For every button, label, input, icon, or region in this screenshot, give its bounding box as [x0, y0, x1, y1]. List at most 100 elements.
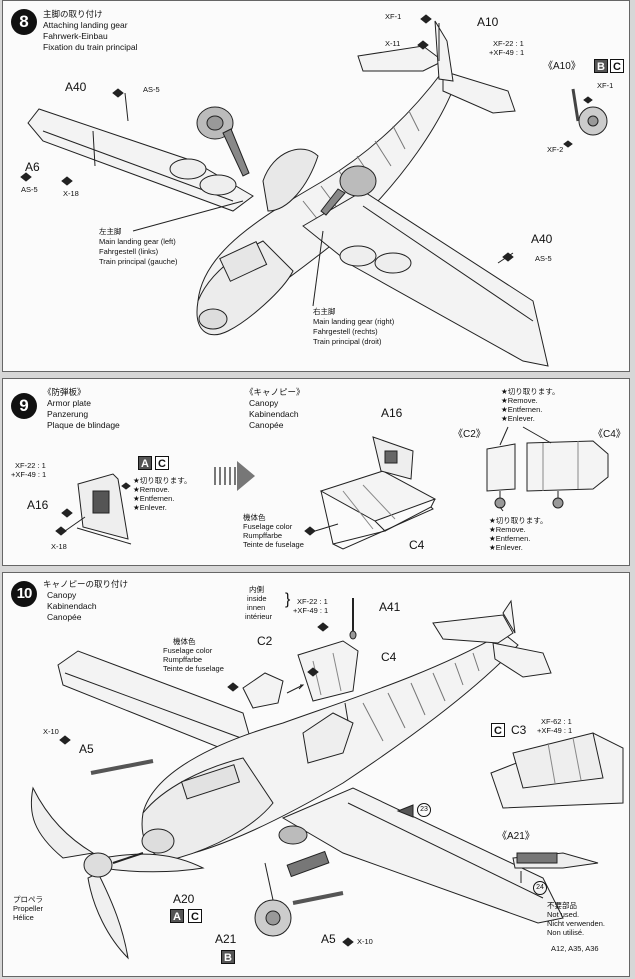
left-gear-jp: 左主脚 [99, 227, 122, 236]
armor-en: Armor plate [47, 398, 91, 408]
cut-bottom-en: ★Remove. [489, 525, 526, 534]
box-c: C [155, 456, 169, 470]
left-gear-fr: Train principal (gauche) [99, 257, 178, 266]
right-gear-fr: Train principal (droit) [313, 337, 382, 346]
mix-b: +XF-49 : 1 [293, 606, 329, 615]
detail-a10-title: 《A10》 [543, 61, 581, 72]
mix-b: +XF-49 : 1 [11, 470, 47, 479]
ref-23: 23 [417, 803, 431, 817]
title-jp: キャノピーの取り付け [43, 579, 129, 589]
fuselage-jp: 機体色 [243, 513, 266, 522]
box-b: B [221, 950, 235, 964]
left-gear-en: Main landing gear (left) [99, 237, 176, 246]
part-a40-right: A40 [531, 232, 553, 246]
color-xf1-detail: XF-1 [597, 81, 614, 90]
part-a21: A21 [215, 932, 237, 946]
tag-a21: 《A21》 [497, 831, 535, 842]
canopy-jp: 《キャノピー》 [245, 387, 305, 397]
mix-a: XF-22 : 1 [493, 39, 524, 48]
armor-jp: 《防弾板》 [43, 387, 86, 397]
mix2-b: +XF-49 : 1 [537, 726, 573, 735]
fuselage-jp: 機体色 [173, 637, 196, 646]
mix-a: XF-22 : 1 [15, 461, 46, 470]
cut-de: ★Entfernen. [133, 494, 175, 503]
step-number: 8 [11, 9, 37, 35]
fuselage-de: Rumpffarbe [243, 531, 283, 540]
cut-jp: ★切り取ります。 [133, 476, 192, 485]
tag-c2: 《C2》 [453, 429, 486, 440]
part-a5-left: A5 [79, 742, 94, 756]
color-x18: X-18 [51, 542, 67, 551]
fuselage-fr: Teinte de fuselage [243, 540, 304, 549]
inside-en: inside [247, 594, 267, 603]
title-en: Attaching landing gear [43, 20, 128, 30]
part-c4: C4 [409, 538, 425, 552]
part-c4: C4 [381, 650, 397, 664]
as5-left: AS-5 [143, 85, 160, 94]
part-a16-left: A16 [27, 498, 49, 512]
cut-top-fr: ★Enlever. [501, 414, 535, 423]
ref-24: 24 [533, 881, 547, 895]
title-fr: Fixation du train principal [43, 42, 138, 52]
step-8-panel: 8 主脚の取り付け Attaching landing gear Fahrwer… [2, 0, 630, 372]
title-de: Fahrwerk-Einbau [43, 31, 108, 41]
step-8-drawing [20, 14, 608, 367]
propeller-jp: プロペラ [13, 895, 43, 904]
canopy-en: Canopy [249, 398, 279, 408]
box-c: C [610, 59, 624, 73]
title-en: Canopy [47, 590, 77, 600]
propeller-en: Propeller [13, 904, 44, 913]
as5-a6: AS-5 [21, 185, 38, 194]
left-gear-de: Fahrgestell (links) [99, 247, 159, 256]
cut-top-jp: ★切り取ります。 [501, 387, 560, 396]
unused-fr: Non utilisé. [547, 928, 585, 937]
propeller-fr: Hélice [13, 913, 34, 922]
cut-top-en: ★Remove. [501, 396, 538, 405]
inside-brace: } [285, 591, 291, 608]
cut-bottom-fr: ★Enlever. [489, 543, 523, 552]
box-b: B [594, 59, 608, 73]
right-gear-jp: 右主脚 [313, 307, 336, 316]
cut-bottom-de: ★Entfernen. [489, 534, 531, 543]
title-fr: Canopée [47, 612, 82, 622]
part-a40-left: A40 [65, 80, 87, 94]
tag-c4: 《C4》 [593, 429, 626, 440]
title-jp: 主脚の取り付け [43, 9, 103, 19]
unused-jp: 不要部品 [547, 901, 577, 910]
armor-fr: Plaque de blindage [47, 420, 120, 430]
as5-right: AS-5 [535, 254, 552, 263]
step-9-panel: 9 《防弾板》 Armor plate Panzerung Plaque de … [2, 378, 630, 566]
unused-en: Not used. [547, 910, 580, 919]
color-x10-left: X-10 [43, 727, 59, 736]
color-xf2: XF-2 [547, 145, 564, 154]
fuselage-de: Rumpffarbe [163, 655, 203, 664]
fuselage-fr: Teinte de fuselage [163, 664, 224, 673]
unused-parts: A12, A35, A36 [551, 944, 599, 953]
cut-top-de: ★Entfernen. [501, 405, 543, 414]
mix-b: +XF-49 : 1 [489, 48, 525, 57]
right-gear-en: Main landing gear (right) [313, 317, 395, 326]
part-a41: A41 [379, 600, 401, 614]
inside-jp: 内側 [249, 585, 264, 594]
inside-fr: intérieur [245, 612, 273, 621]
right-gear-de: Fahrgestell (rechts) [313, 327, 378, 336]
part-c2: C2 [257, 634, 273, 648]
step-10-panel: 10 キャノピーの取り付け Canopy Kabinendach Canopée… [2, 572, 630, 977]
part-c3: C3 [511, 723, 527, 737]
canopy-fr: Canopée [249, 420, 284, 430]
armor-de: Panzerung [47, 409, 89, 419]
part-a10: A10 [477, 15, 499, 29]
cut-en: ★Remove. [133, 485, 170, 494]
box-c: C [491, 723, 505, 737]
part-a20: A20 [173, 892, 195, 906]
box-a: A [170, 909, 184, 923]
unused-de: Nicht verwenden. [547, 919, 605, 928]
part-a16-canopy: A16 [381, 406, 403, 420]
color-x10-right: X-10 [357, 937, 373, 946]
color-x11: X-11 [385, 39, 401, 48]
box-c-a20: C [188, 909, 202, 923]
step-number: 9 [11, 393, 37, 419]
part-a6: A6 [25, 160, 40, 174]
cut-fr: ★Enlever. [133, 503, 167, 512]
step-10-drawing [30, 598, 624, 960]
